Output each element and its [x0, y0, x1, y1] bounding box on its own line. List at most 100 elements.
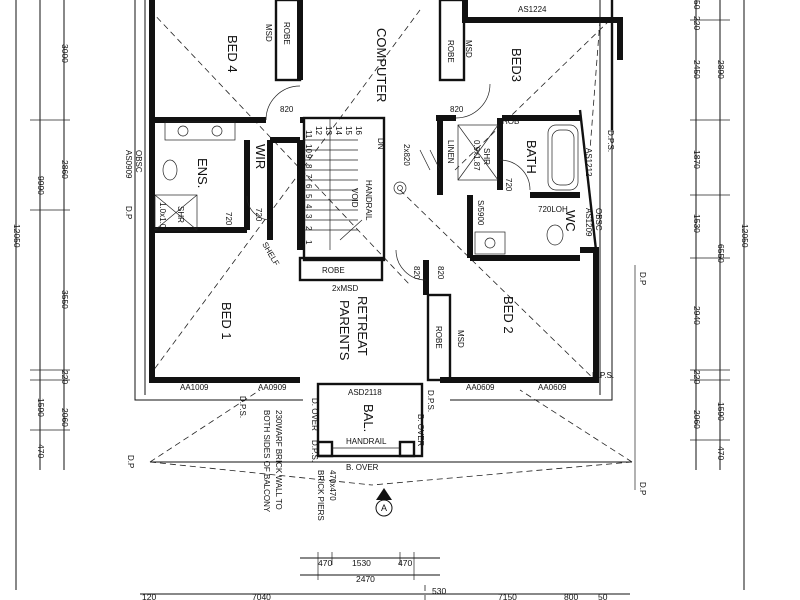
room-retreat: RETREAT — [355, 296, 370, 356]
dps-label-balcony-left: D.P.S. — [310, 440, 319, 462]
dim-bottom-530: 530 — [432, 586, 446, 596]
annotations: ROBE MSD ROBE MSD AS1224 820 820 DN VOID… — [124, 5, 647, 521]
robe-label-bed4: ROBE — [282, 22, 291, 45]
stair-number: 10 — [304, 144, 313, 153]
stair-number: 11 — [304, 130, 313, 139]
as0909-label-left: AS0909 — [124, 150, 133, 179]
stair-number: 16 — [354, 126, 363, 135]
dim-left-9990: 9990 — [36, 176, 46, 195]
room-labels: BED 4 COMPUTER BED3 ENS. WIR BATH WC BED… — [195, 28, 578, 432]
aa0609-label-a: AA0609 — [466, 383, 495, 392]
room-computer: COMPUTER — [374, 28, 389, 102]
stair-number: 3 — [304, 214, 313, 219]
dimension-text: 3000 2860 3550 220 1590 470 9990 12050 2… — [12, 0, 750, 600]
door-label-820-b: 820 — [450, 105, 464, 114]
dim-left-2060: 2060 — [60, 408, 70, 427]
dim-right-220: 220 — [692, 16, 702, 30]
stair-number: 5 — [304, 194, 313, 199]
dps-label-right-bottom: D.P.S. — [592, 371, 614, 380]
room-ens: ENS. — [195, 158, 210, 188]
dim-right-50: 50 — [692, 0, 702, 10]
dps-label-right-top: D.P.S. — [606, 130, 615, 152]
interior-walls — [152, 0, 580, 382]
door-label-720-ens: 720 — [224, 212, 233, 226]
asd2118-label: ASD2118 — [348, 388, 382, 397]
aa0909-label: AA0909 — [258, 383, 287, 392]
robe-label-bed3: ROBE — [446, 40, 455, 63]
dimension-lines — [15, 0, 745, 600]
dim-right-6550: 6550 — [716, 244, 726, 263]
linen-label: LINEN — [446, 140, 455, 164]
s5900-label: S/5900 — [476, 200, 485, 226]
dim-bottom-470-b: 470 — [398, 558, 412, 568]
dp-label-right-bottom: D.P — [638, 482, 647, 495]
obsc-label-left: OBSC — [134, 150, 143, 173]
dim-right-220b: 220 — [692, 370, 702, 384]
dim-bottom-7150: 7150 — [498, 592, 517, 600]
room-bed3: BED3 — [509, 48, 524, 82]
room-bed1: BED 1 — [219, 302, 234, 340]
msd-label-bed3: MSD — [464, 40, 473, 58]
dim-right-12050: 12050 — [740, 224, 750, 248]
stair-number: 8 — [304, 164, 313, 169]
section-marker-label: A — [381, 503, 387, 513]
stair-number: 13 — [324, 126, 333, 135]
door-label-820-a: 820 — [280, 105, 294, 114]
handrail-label: HANDRAIL — [364, 180, 373, 221]
dp-label-right: D.P — [638, 272, 647, 285]
msd-label-bed4: MSD — [264, 24, 273, 42]
dim-left-3550: 3550 — [60, 290, 70, 309]
b-over-label-right: B. OVER — [416, 414, 425, 447]
shelf-label: SHELF — [260, 241, 281, 268]
room-bath: BATH — [524, 140, 539, 174]
dim-bottom-2470: 2470 — [356, 574, 375, 584]
dim-left-1590: 1590 — [36, 398, 46, 417]
shr-size-label: 0.9x1.87 — [472, 140, 481, 171]
robe-label-retreat: ROBE — [322, 266, 345, 275]
aa1009-label: AA1009 — [180, 383, 209, 392]
stair-number: 6 — [304, 184, 313, 189]
stair-number: 9 — [304, 154, 313, 159]
stair-number: 1 — [304, 240, 313, 245]
stair-number: 4 — [304, 204, 313, 209]
room-bal: BAL. — [361, 404, 376, 432]
room-wir: WIR — [253, 144, 268, 169]
door-label-720-bath: 720 — [504, 178, 513, 192]
door-label-820-d: 820 — [436, 266, 445, 280]
stair-number: 14 — [334, 126, 343, 135]
dim-bottom-1530: 1530 — [352, 558, 371, 568]
shr-size-ens: 1.0x1.0 — [158, 202, 167, 229]
as1212-label: AS1212 — [584, 148, 593, 177]
dim-right-2450: 2450 — [692, 60, 702, 79]
dim-bottom-800: 800 — [564, 592, 578, 600]
shr-label: SHR — [482, 148, 491, 165]
dim-left-3000: 3000 — [60, 44, 70, 63]
room-bed2: BED 2 — [501, 296, 516, 334]
piers-note-line1: 470x470 — [328, 470, 337, 501]
stair-number: 12 — [314, 126, 323, 135]
wall-note-line1: 230WARF BRICK WALL TO — [274, 410, 283, 510]
aa0609-label-b: AA0609 — [538, 383, 567, 392]
dim-right-470: 470 — [716, 446, 726, 460]
b-over-label-bottom: B. OVER — [346, 463, 379, 472]
as1224-label: AS1224 — [518, 5, 547, 14]
dim-left-220: 220 — [60, 370, 70, 384]
stair-number: 2 — [304, 226, 313, 231]
room-bed4: BED 4 — [225, 35, 240, 73]
dim-bottom-7040: 7040 — [252, 592, 271, 600]
door-swings — [246, 83, 531, 281]
piers-note-line2: BRICK PIERS — [316, 470, 325, 521]
dim-bottom-120: 120 — [142, 592, 156, 600]
fixtures — [154, 118, 579, 255]
obsc-label-right: OBSC — [594, 208, 603, 231]
handrail-balcony-label: HANDRAIL — [346, 437, 387, 446]
dim-right-2940: 2940 — [692, 306, 702, 325]
lh720-label: 720LOH — [538, 205, 568, 214]
dim-left-12050: 12050 — [12, 224, 22, 248]
d-over-label-left: D. OVER — [310, 398, 319, 431]
as1209-label: AS1209 — [584, 208, 593, 237]
stair-number: 7 — [304, 174, 313, 179]
shr-label-ens: SHR — [176, 206, 185, 223]
door-label-820-c: 820 — [412, 266, 421, 280]
